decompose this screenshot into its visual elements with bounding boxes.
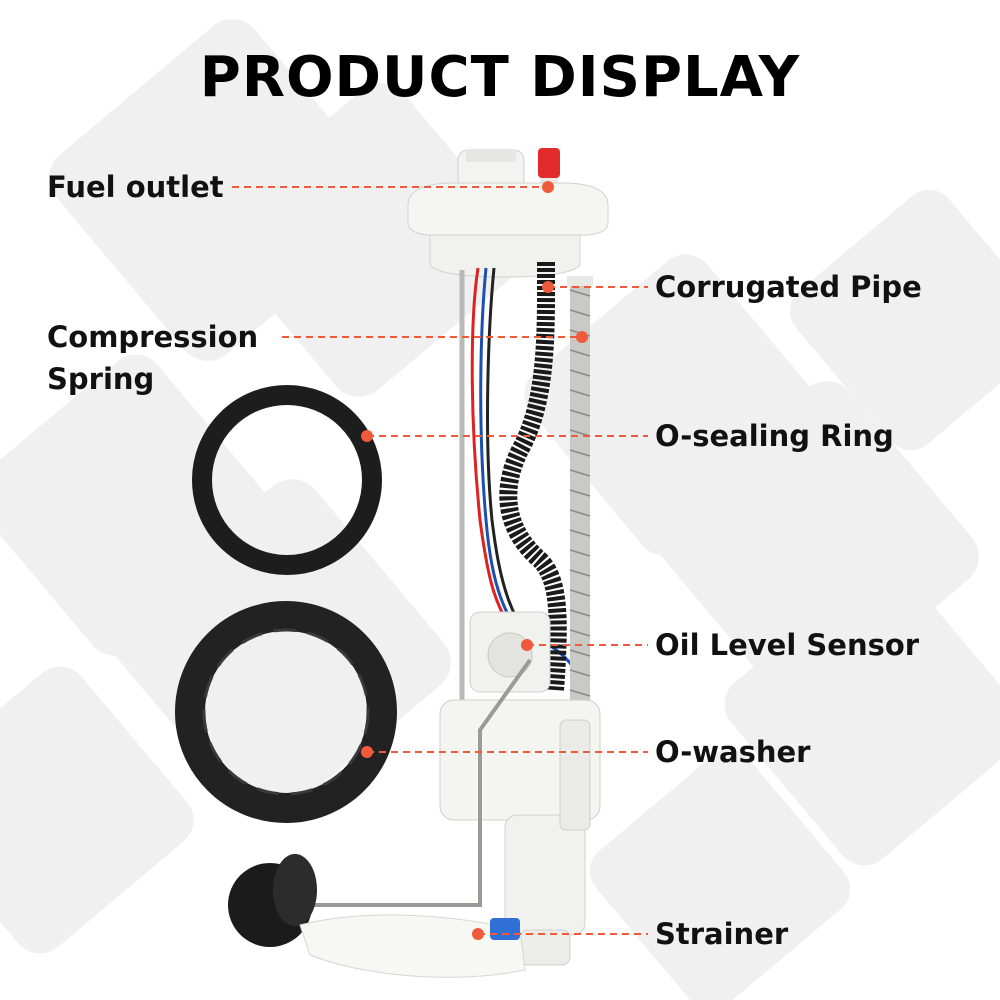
page-title: PRODUCT DISPLAY: [199, 45, 801, 110]
label-oil-level-sensor: Oil Level Sensor: [655, 628, 920, 662]
label-fuel-outlet: Fuel outlet: [47, 170, 224, 204]
label-corrugated-pipe: Corrugated Pipe: [655, 270, 922, 304]
strainer: [299, 914, 526, 978]
compression-spring: [567, 276, 593, 722]
float: [228, 854, 317, 947]
o-sealing-ring: [192, 385, 382, 575]
label-strainer: Strainer: [655, 917, 789, 951]
label-compression-spring: Compression Spring: [47, 320, 259, 396]
pump-flange: [407, 148, 609, 278]
o-washer: [175, 601, 397, 823]
label-o-washer: O-washer: [655, 735, 811, 769]
leader-dots: [361, 181, 588, 940]
leader-lines: [232, 186, 648, 935]
corrugated-pipe: [499, 261, 567, 691]
label-o-sealing-ring: O-sealing Ring: [655, 419, 894, 453]
